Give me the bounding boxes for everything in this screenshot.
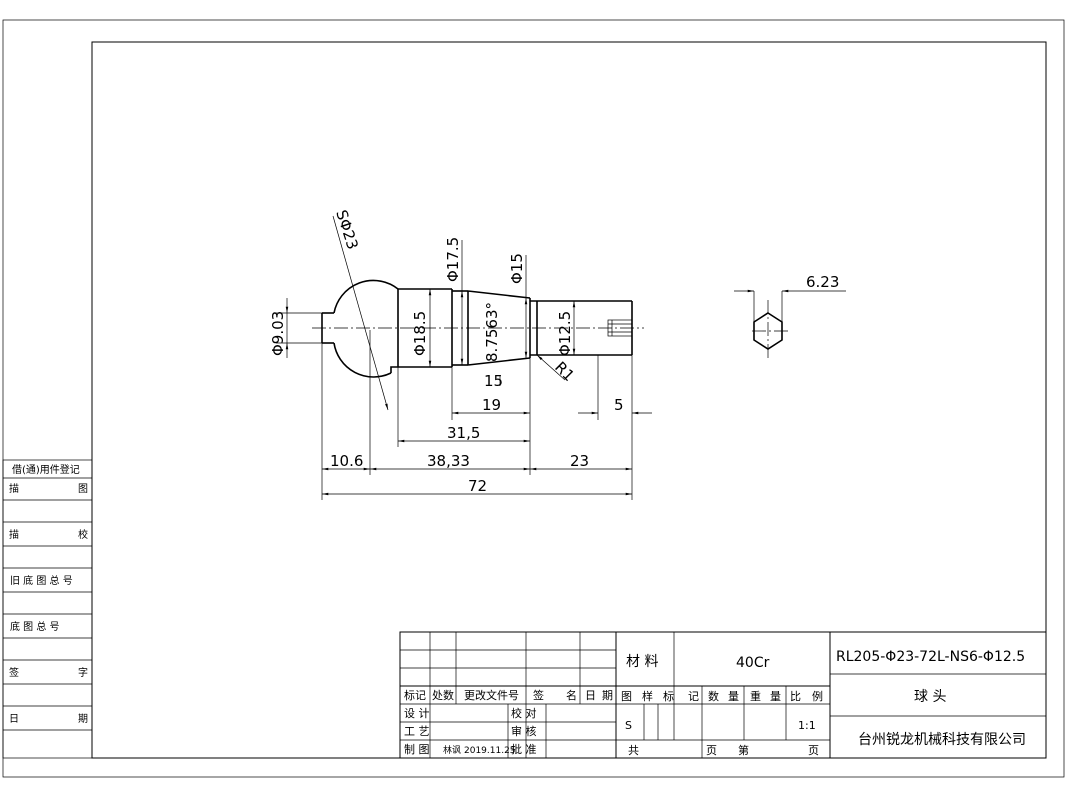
old-base-no-label: 旧 底 图 总 号 [10, 574, 73, 587]
part-name: 球 头 [914, 689, 946, 705]
mark-h4: 数 [708, 690, 719, 703]
draw-person: 林讽 [443, 744, 461, 756]
mark-h5: 量 [728, 690, 739, 703]
mark-h2: 标 [663, 689, 674, 703]
dim-l19: 19 [482, 396, 501, 414]
draw-date: 2019.11.25 [464, 746, 516, 756]
date-label-b: 期 [78, 713, 88, 725]
no-label: 第 [738, 743, 749, 757]
dim-neck-dia: Φ9.03 [269, 311, 287, 356]
dim-l23: 23 [570, 452, 589, 470]
dim-d185: Φ18.5 [411, 311, 429, 356]
trace-label-b: 图 [78, 483, 88, 495]
sign-label-a: 签 [9, 666, 19, 679]
mark-value: S [625, 719, 632, 732]
mark-h8: 比 [790, 690, 801, 703]
page-label-2: 页 [808, 744, 819, 757]
hex-end-view: 6.23 [734, 273, 846, 360]
dim-taper: 8.7563° [483, 302, 501, 362]
part-number: RL205-Φ23-72L-NS6-Φ12.5 [836, 649, 1025, 665]
ball-stud-part [312, 279, 644, 378]
check-label-a: 描 [9, 528, 19, 541]
mark-h9: 例 [812, 689, 823, 703]
rev-header-count: 处数 [432, 689, 454, 702]
material-label: 材 料 [626, 654, 658, 670]
scale-value: 1:1 [798, 719, 816, 732]
check-label-b: 校 [78, 528, 88, 541]
side-panel: 借(通)用件登记 描 图 描 校 旧 底 图 总 号 底 图 总 号 签 字 日… [2, 459, 93, 759]
approve-label: 批 准 [511, 742, 537, 756]
dim-r1: R1 [551, 358, 578, 385]
dim-d15: Φ15 [508, 253, 526, 284]
dim-l72: 72 [468, 477, 487, 495]
base-no-label: 底 图 总 号 [10, 620, 60, 633]
design-label: 设 计 [404, 707, 430, 720]
dim-d125: Φ12.5 [556, 311, 574, 356]
dim-l15: 15 [484, 372, 503, 390]
rev-header-sign-b: 名 [566, 688, 577, 702]
total-label: 共 [628, 744, 639, 757]
sign-label-b: 字 [78, 666, 88, 679]
outer-border [2, 19, 1065, 778]
mark-h6: 重 [750, 689, 761, 703]
dim-l106: 10.6 [330, 452, 363, 470]
draw-label: 制 图 [404, 743, 430, 756]
trace-label-a: 描 [9, 482, 19, 495]
date-label-a: 日 [9, 714, 19, 725]
extension-lines [276, 312, 633, 500]
proofread-label: 校 对 [511, 706, 537, 720]
rev-header-date-a: 日 [585, 689, 596, 702]
mark-h3: 记 [688, 690, 699, 703]
rev-header-mark: 标记 [404, 688, 426, 702]
dim-l3833: 38,33 [427, 452, 470, 470]
borrow-register-label: 借(通)用件登记 [12, 463, 80, 476]
process-label: 工 艺 [404, 725, 430, 738]
rev-header-doc: 更改文件号 [464, 688, 519, 702]
review-label: 审 核 [511, 724, 537, 738]
rev-header-date-b: 期 [602, 689, 613, 702]
dim-l5: 5 [614, 396, 624, 414]
page-label: 页 [706, 744, 717, 757]
dim-hex: 6.23 [806, 273, 839, 291]
dim-l315: 31,5 [447, 424, 480, 442]
material-value: 40Cr [736, 655, 770, 671]
company-name: 台州锐龙机械科技有限公司 [858, 732, 1026, 748]
ball-outline [333, 279, 399, 378]
title-block: 标记 处数 更改文件号 签 名 日 期 设 计 工 艺 制 图 林讽 2019.… [399, 631, 1047, 759]
dimension-lines [285, 215, 652, 496]
rev-header-sign-a: 签 [533, 688, 544, 702]
mark-h7: 量 [770, 690, 781, 703]
mark-h1: 样 [642, 689, 653, 703]
dim-d175: Φ17.5 [444, 237, 462, 282]
mark-h0: 图 [621, 690, 632, 703]
